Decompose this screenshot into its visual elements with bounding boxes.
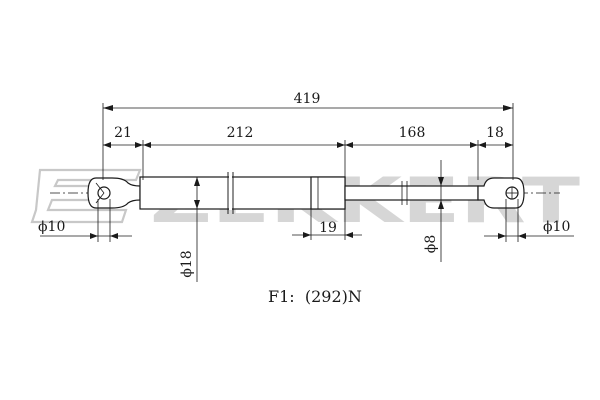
dim-tube-diameter: ϕ18 — [179, 176, 209, 282]
dim-rod-label: 168 — [399, 125, 426, 141]
dim-right-eye-label: 18 — [486, 125, 504, 141]
dim-left-eye-label: 21 — [114, 125, 132, 141]
dim-rod-diameter: ϕ8 — [423, 160, 450, 262]
dim-right-eye-diameter: ϕ10 — [484, 199, 574, 242]
dim-left-eye-diameter-label: ϕ10 — [38, 219, 65, 235]
dim-left-eye-diameter: ϕ10 — [38, 199, 132, 242]
left-end-fitting — [87, 177, 141, 209]
dim-right-eye-diameter-label: ϕ10 — [543, 219, 570, 235]
dim-rod-diameter-label: ϕ8 — [423, 235, 439, 253]
dim-tube-diameter-label: ϕ18 — [179, 250, 195, 277]
force-spec: F1: (292)N — [268, 287, 362, 306]
dim-overall-length: 419 — [103, 91, 513, 111]
dim-collar: 19 — [292, 220, 362, 238]
dim-segments: 21 212 168 18 — [103, 125, 513, 148]
dim-collar-label: 19 — [319, 220, 337, 236]
dim-tube-label: 212 — [227, 125, 254, 141]
gas-spring — [87, 172, 525, 214]
right-end-fitting — [477, 177, 525, 209]
piston-rod — [344, 185, 479, 201]
dim-overall-length-label: 419 — [294, 91, 321, 107]
tube-collar — [310, 176, 346, 210]
